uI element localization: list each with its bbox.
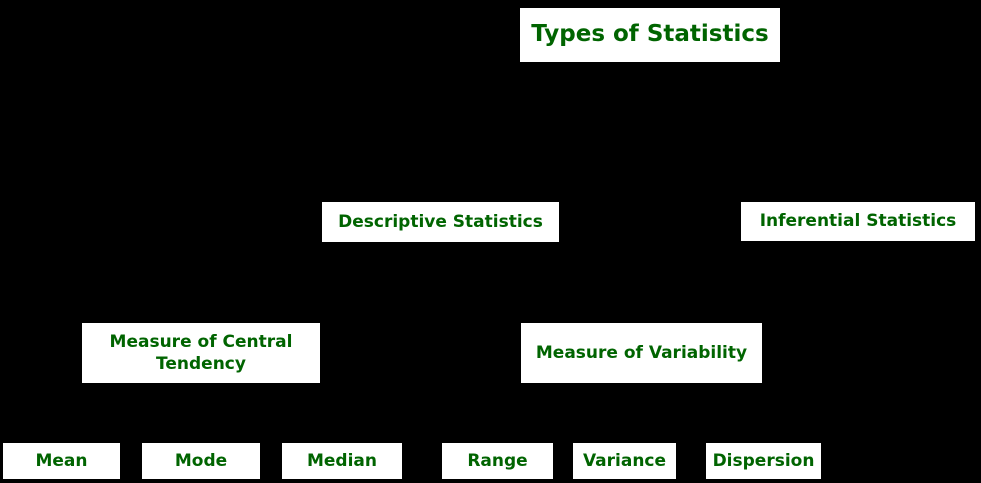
node-mode: Mode <box>142 443 260 479</box>
node-descriptive-statistics: Descriptive Statistics <box>322 202 559 242</box>
node-range: Range <box>442 443 553 479</box>
node-variance: Variance <box>573 443 676 479</box>
node-inferential-statistics: Inferential Statistics <box>741 202 975 241</box>
node-mean: Mean <box>3 443 120 479</box>
node-dispersion: Dispersion <box>706 443 821 479</box>
node-median: Median <box>282 443 402 479</box>
node-measure-of-variability: Measure of Variability <box>521 323 762 383</box>
node-measure-of-central-tendency: Measure of Central Tendency <box>82 323 320 383</box>
node-types-of-statistics: Types of Statistics <box>520 8 780 62</box>
